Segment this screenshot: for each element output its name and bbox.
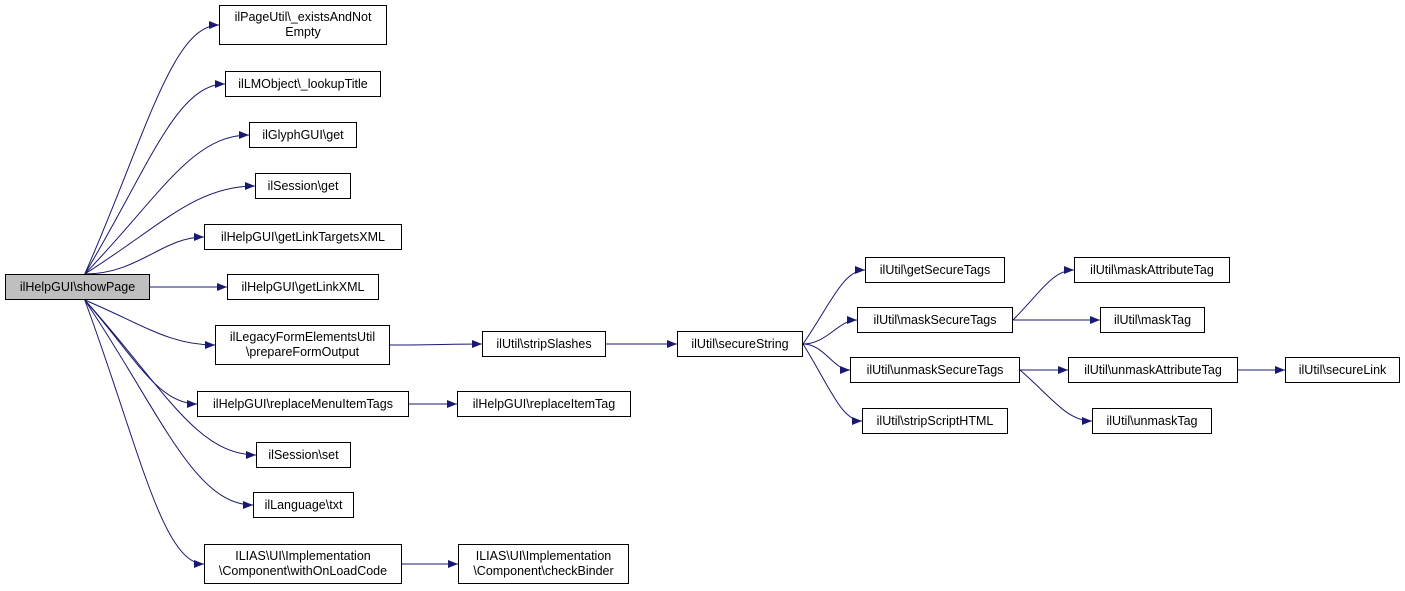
- edge-show-page-to-lookup-title: [84, 80, 226, 275]
- node-label-line: \Component\checkBinder: [473, 564, 614, 578]
- node-strip-slashes[interactable]: ilUtil\stripSlashes: [482, 331, 606, 357]
- node-label-line: ilUtil\maskAttributeTag: [1090, 262, 1214, 277]
- edge-show-page-to-prepare-form-output: [84, 299, 216, 349]
- node-replace-item-tag[interactable]: ilHelpGUI\replaceItemTag: [457, 391, 631, 417]
- node-lookup-title[interactable]: ilLMObject\_lookupTitle: [225, 71, 381, 97]
- node-label-line: ilUtil\maskSecureTags: [873, 312, 997, 327]
- node-with-on-load-code[interactable]: ILIAS\UI\Implementation\Component\withOn…: [204, 544, 402, 584]
- node-glyph-get[interactable]: ilGlyphGUI\get: [249, 122, 357, 148]
- edge-show-page-to-session-set: [84, 299, 257, 459]
- node-label-line: ilUtil\unmaskTag: [1106, 413, 1198, 428]
- node-label-line: ILIAS\UI\Implementation: [475, 549, 612, 563]
- node-label-line: ilLegacyFormElementsUtil: [229, 330, 376, 344]
- node-get-secure-tags[interactable]: ilUtil\getSecureTags: [865, 257, 1005, 283]
- node-mask-attribute-tag[interactable]: ilUtil\maskAttributeTag: [1074, 257, 1230, 283]
- edge-show-page-to-session-get: [84, 182, 256, 275]
- node-label-line: ilUtil\unmaskAttributeTag: [1084, 362, 1222, 377]
- node-secure-link[interactable]: ilUtil\secureLink: [1285, 357, 1400, 383]
- node-label-line: ilUtil\stripSlashes: [496, 336, 592, 351]
- edge-show-page-to-glyph-get: [84, 131, 250, 275]
- node-label-line: ilSession\set: [268, 447, 339, 462]
- node-get-link-xml[interactable]: ilHelpGUI\getLinkXML: [227, 274, 379, 300]
- node-unmask-attribute-tag[interactable]: ilUtil\unmaskAttributeTag: [1068, 357, 1238, 383]
- edge-secure-string-to-unmask-secure-tags: [802, 343, 851, 374]
- node-label-line: ilUtil\unmaskSecureTags: [866, 362, 1004, 377]
- edge-prepare-form-output-to-strip-slashes: [389, 340, 483, 349]
- node-label-line: ilHelpGUI\replaceItemTag: [472, 396, 616, 411]
- node-label-line: \Component\withOnLoadCode: [218, 564, 388, 578]
- node-label-line: ilUtil\stripScriptHTML: [876, 413, 994, 428]
- node-mask-tag[interactable]: ilUtil\maskTag: [1100, 307, 1205, 333]
- node-label-line: ilHelpGUI\getLinkXML: [241, 279, 365, 294]
- node-mask-secure-tags[interactable]: ilUtil\maskSecureTags: [857, 307, 1013, 333]
- node-label-line: ilHelpGUI\showPage: [19, 279, 136, 294]
- node-label-line: \prepareFormOutput: [245, 345, 360, 359]
- node-label-line: ilGlyphGUI\get: [262, 127, 344, 142]
- node-label-line: ilHelpGUI\getLinkTargetsXML: [221, 229, 385, 244]
- node-prepare-form-output[interactable]: ilLegacyFormElementsUtil\prepareFormOutp…: [215, 325, 390, 365]
- edge-show-page-to-language-txt: [84, 299, 254, 509]
- edge-secure-string-to-mask-secure-tags: [802, 316, 858, 345]
- edge-show-page-to-get-link-targets-xml: [84, 233, 205, 275]
- node-check-binder[interactable]: ILIAS\UI\Implementation\Component\checkB…: [458, 544, 629, 584]
- node-unmask-secure-tags[interactable]: ilUtil\unmaskSecureTags: [850, 357, 1020, 383]
- node-unmask-tag[interactable]: ilUtil\unmaskTag: [1092, 408, 1212, 434]
- edge-show-page-to-exists-and-not-empty: [84, 21, 220, 275]
- node-language-txt[interactable]: ilLanguage\txt: [253, 492, 354, 518]
- node-label-line: ilUtil\secureLink: [1298, 362, 1387, 377]
- node-session-set[interactable]: ilSession\set: [256, 442, 351, 468]
- edge-secure-string-to-get-secure-tags: [802, 266, 866, 345]
- node-label-line: ilUtil\secureString: [691, 336, 789, 351]
- node-label-line: ilHelpGUI\replaceMenuItemTags: [213, 396, 393, 411]
- edge-show-page-to-replace-menu-item-tags: [84, 299, 198, 408]
- edge-unmask-secure-tags-to-unmask-tag: [1019, 369, 1093, 425]
- node-label-line: ilLanguage\txt: [264, 497, 343, 512]
- edge-mask-secure-tags-to-mask-attribute-tag: [1012, 266, 1075, 321]
- node-label-line: ilUtil\getSecureTags: [879, 262, 991, 277]
- node-secure-string[interactable]: ilUtil\secureString: [677, 331, 803, 357]
- node-label-line: ilUtil\maskTag: [1113, 312, 1192, 327]
- node-show-page: ilHelpGUI\showPage: [5, 274, 150, 300]
- node-strip-script-html[interactable]: ilUtil\stripScriptHTML: [862, 408, 1008, 434]
- node-label-line: ILIAS\UI\Implementation: [235, 549, 371, 563]
- node-replace-menu-item-tags[interactable]: ilHelpGUI\replaceMenuItemTags: [197, 391, 409, 417]
- node-label-line: ilSession\get: [267, 178, 339, 193]
- node-session-get[interactable]: ilSession\get: [255, 173, 351, 199]
- node-get-link-targets-xml[interactable]: ilHelpGUI\getLinkTargetsXML: [204, 224, 402, 250]
- node-label-line: ilPageUtil\_existsAndNot: [234, 10, 372, 24]
- edge-secure-string-to-strip-script-html: [802, 343, 863, 425]
- node-label-line: ilLMObject\_lookupTitle: [238, 76, 368, 91]
- node-label-line: Empty: [285, 25, 321, 39]
- edge-show-page-to-with-on-load-code: [84, 299, 205, 568]
